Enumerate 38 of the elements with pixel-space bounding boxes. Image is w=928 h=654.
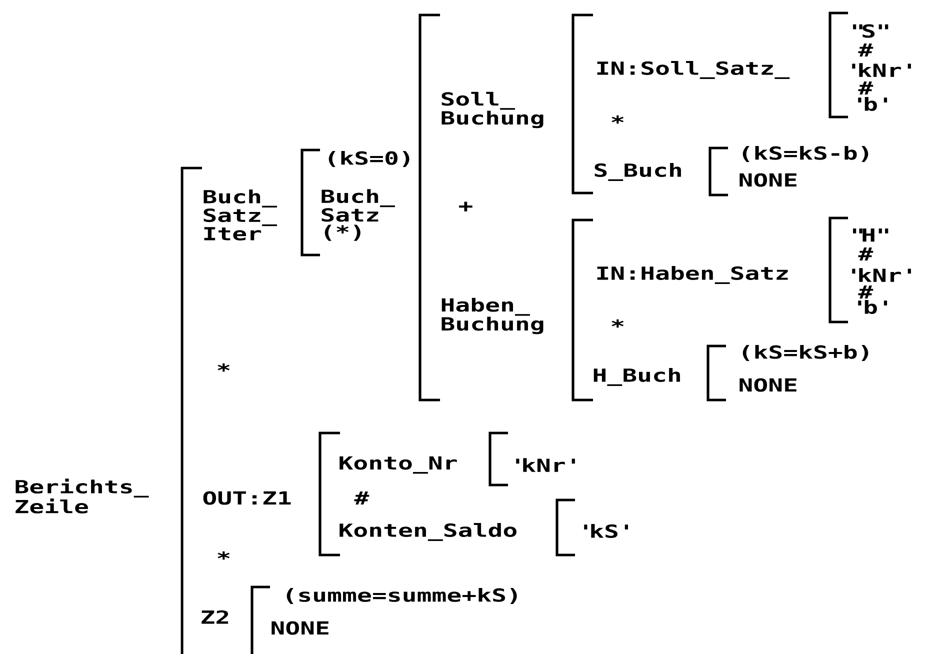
element-label: Soll_ Buchung — [442, 92, 544, 128]
element-label: Haben_ Buchung — [442, 298, 544, 334]
element-label: Buch_ Satz_ Iter — [204, 190, 277, 240]
repetition-mark: * — [218, 551, 230, 560]
repetition-mark: * — [612, 115, 624, 124]
sequence-mark: # — [858, 286, 874, 298]
value-label: 'kNr' — [516, 458, 575, 472]
condition-label: (kS=kS+b) — [742, 344, 868, 362]
element-label: Konten_Saldo — [340, 523, 516, 541]
repetition-mark: * — [612, 319, 624, 328]
element-label: OUT:Z1 — [203, 491, 291, 505]
value-label: "H" — [853, 228, 888, 242]
element-label: H_Buch — [594, 368, 680, 386]
alternative-mark: + — [459, 202, 472, 212]
element-label: Z2 — [202, 610, 228, 624]
condition-label: (kS=0) — [328, 150, 410, 168]
element-label: Buch_ Satz (*) — [322, 189, 395, 241]
value-label: "S" — [853, 24, 888, 38]
sequence-mark: # — [858, 248, 874, 260]
condition-label: (summe=summe+kS) — [286, 588, 517, 604]
element-label: Konto_Nr — [340, 456, 457, 474]
element-label: Berichts_ Zeile — [16, 478, 149, 514]
value-label: 'b' — [858, 300, 888, 314]
element-label: NONE — [740, 173, 796, 187]
element-label: IN:Haben_Satz — [597, 266, 788, 284]
element-label: IN:Soll_Satz_ — [597, 61, 790, 79]
sequence-mark: # — [858, 44, 874, 56]
condition-label: (kS=kS-b) — [742, 146, 868, 162]
sequence-mark: # — [858, 82, 874, 94]
sequence-mark: # — [354, 492, 370, 504]
value-label: 'b' — [858, 97, 888, 111]
element-label: S_Buch — [594, 163, 681, 181]
value-label: 'kS' — [584, 524, 628, 538]
element-label: NONE — [740, 378, 796, 392]
value-label: 'kNr' — [852, 268, 911, 282]
element-label: NONE — [272, 621, 328, 635]
repetition-mark: * — [218, 363, 230, 372]
value-label: 'kNr' — [852, 63, 911, 77]
